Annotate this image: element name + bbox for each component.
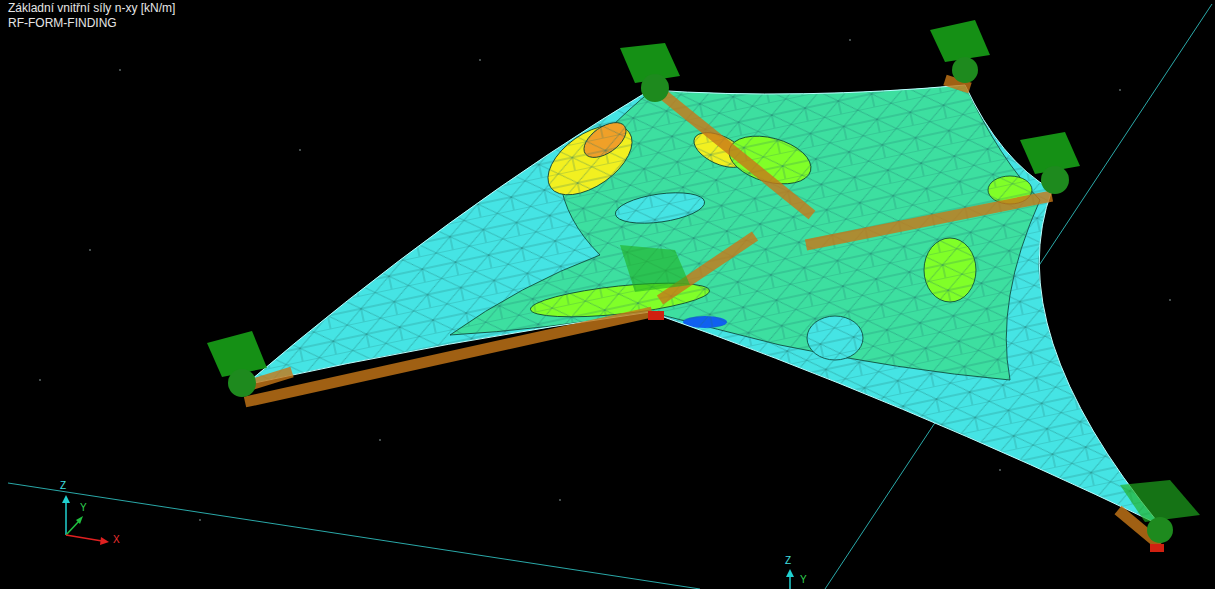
mast-struts bbox=[245, 80, 1160, 545]
axis-label: X bbox=[113, 534, 120, 546]
support-bases bbox=[648, 311, 1164, 552]
view-title: Základní vnitřní síly n-xy [kN/m] bbox=[8, 2, 175, 16]
module-name: RF-FORM-FINDING bbox=[8, 17, 117, 31]
support-symbols bbox=[207, 20, 1200, 543]
grid-lines bbox=[8, 4, 1212, 589]
axis-triad bbox=[62, 495, 794, 589]
axis-label: Y bbox=[800, 574, 807, 586]
axis-label: Z bbox=[785, 555, 791, 567]
axis-label: Y bbox=[80, 502, 87, 514]
membrane-surface bbox=[200, 60, 1200, 560]
membrane-edge bbox=[245, 85, 1160, 525]
axis-label: Z bbox=[60, 480, 66, 492]
